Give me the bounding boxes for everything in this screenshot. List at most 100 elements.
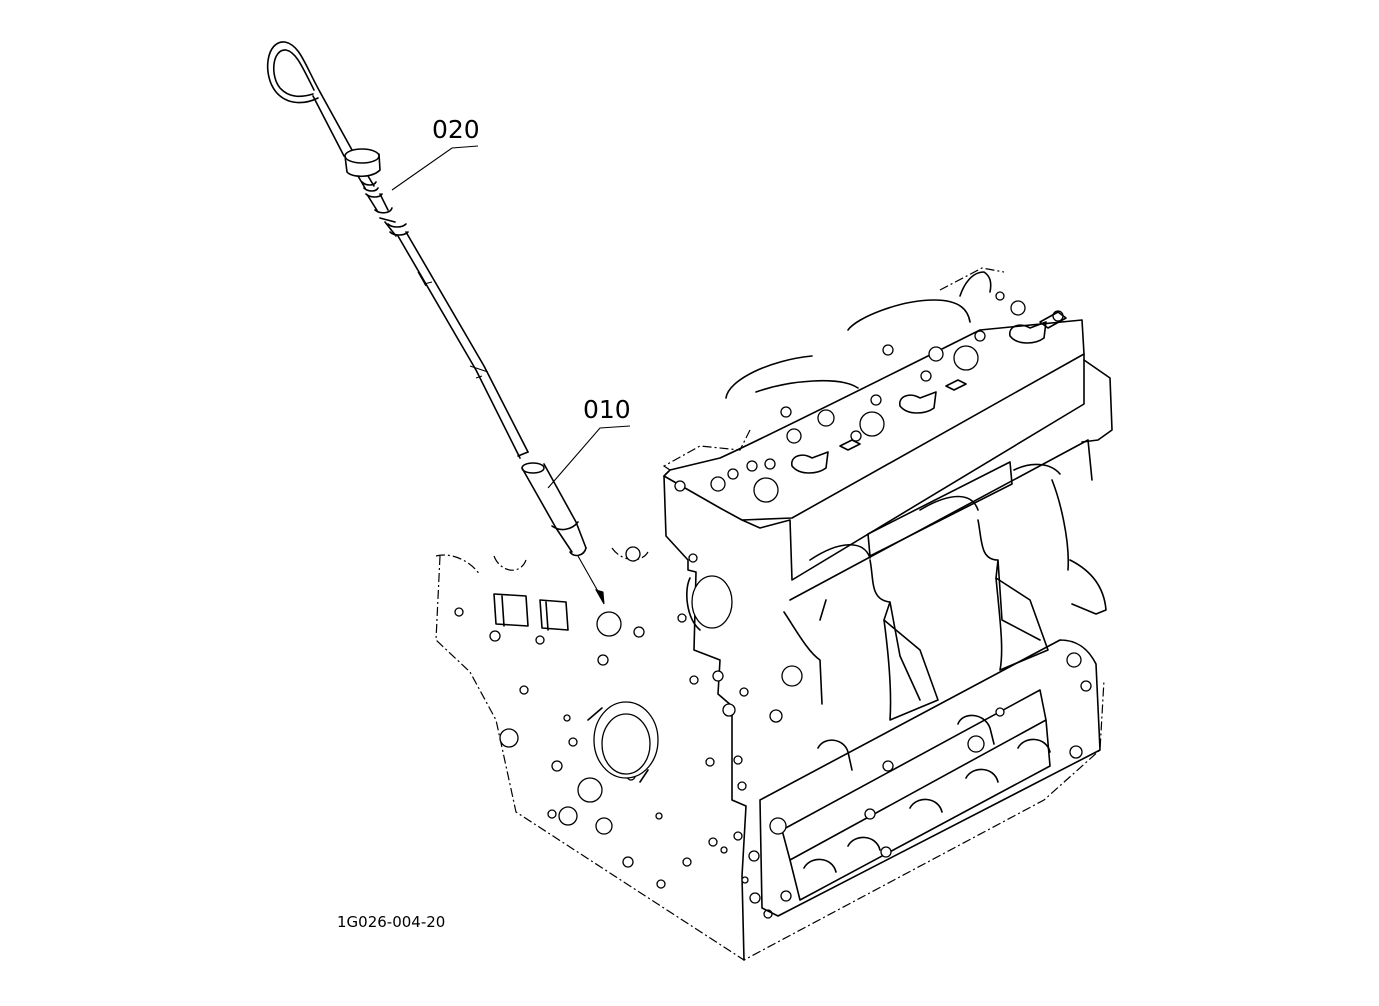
block-rear-face <box>663 475 773 961</box>
rear-plate-hole <box>656 879 666 889</box>
deck-hole <box>786 428 802 444</box>
oil-pan-rail-outline <box>759 639 1101 917</box>
crank-bore-inner <box>601 713 651 775</box>
deck-hole <box>746 460 758 472</box>
deck-hole <box>870 394 882 406</box>
rear-plate-hole <box>535 635 545 645</box>
deck-hole <box>850 430 862 442</box>
side-wall-nameplate <box>867 461 1013 557</box>
callout-020: 020 <box>391 115 480 191</box>
deck-slot <box>839 439 861 451</box>
rear-plate-hole <box>568 737 578 747</box>
dipstick-cap-top <box>344 148 380 164</box>
callout-010: 010 <box>547 395 631 489</box>
dipstick-blade-right <box>405 231 529 453</box>
deck-slot <box>1009 321 1047 344</box>
rear-plate-hole <box>519 685 529 695</box>
callout-label-010: 010 <box>583 395 631 424</box>
guide-tube-body <box>521 463 587 553</box>
deck-hole <box>727 468 739 480</box>
rear-face-hole <box>739 687 749 697</box>
dipstick-seal-rings <box>357 175 383 198</box>
rear-face-bore <box>691 575 733 629</box>
oil-pan-rail-hole <box>995 707 1005 717</box>
rear-face-hole <box>720 846 728 854</box>
deck-hole <box>928 346 944 362</box>
dipstick-port <box>596 611 622 637</box>
rear-plate-hole <box>622 856 634 868</box>
rear-plate-hole <box>563 714 571 722</box>
oil-pan-rail-hole <box>864 808 876 820</box>
oil-pan-rail-boss <box>817 714 995 771</box>
cylinder-bore-edge <box>755 380 859 393</box>
rear-face-hole <box>712 670 724 682</box>
cylinder-bore-edge <box>847 299 971 331</box>
rear-plate-hole <box>595 817 613 835</box>
rear-plate-hole <box>551 760 563 772</box>
dipstick-part[interactable] <box>266 41 529 459</box>
dipstick-level-marks <box>417 271 489 379</box>
side-wall-web <box>783 599 827 705</box>
rear-plate-hole <box>558 806 578 826</box>
rear-face-hole <box>741 876 749 884</box>
deck-hole <box>882 344 894 356</box>
callout-leader-010 <box>547 425 631 489</box>
head-deck <box>662 267 1085 521</box>
rear-plate-hole <box>655 812 663 820</box>
rear-face-hole <box>705 757 715 767</box>
deck-slot <box>945 379 967 391</box>
rear-face-hole <box>722 703 736 717</box>
rear-plate-slot-left <box>493 593 529 627</box>
rear-plate-hole <box>454 607 464 617</box>
rear-face-edge <box>663 475 747 961</box>
deck-hole <box>1010 300 1026 316</box>
oil-pan-rail-pockets <box>781 689 1051 901</box>
rear-plate-hole <box>625 546 641 562</box>
deck-hole <box>780 406 792 418</box>
rear-plate-hole <box>577 777 603 803</box>
dipstick-blade-left <box>397 235 521 459</box>
side-wall-web <box>977 519 1041 641</box>
block-phantom-outline <box>435 555 1105 961</box>
oil-pan-rail-hole <box>882 760 894 772</box>
cylinder-bore-edge <box>725 355 813 399</box>
deck-hole <box>859 411 885 437</box>
deck-slot <box>899 391 937 414</box>
oil-pan-rail-hole <box>1080 680 1092 692</box>
side-wall-web <box>1051 479 1107 615</box>
rear-plate-hole <box>682 857 692 867</box>
rear-plate-hole <box>633 626 645 638</box>
deck-hole <box>817 409 835 427</box>
dipstick-collar <box>374 207 397 237</box>
oil-pan-rail <box>748 639 1101 917</box>
rear-face-hole <box>708 837 718 847</box>
oil-pan-rail-bosses <box>803 738 1051 873</box>
dipstick-handle-loop-inner <box>273 49 315 98</box>
rear-face-hole <box>677 613 687 623</box>
block-side-wall <box>741 353 1113 721</box>
rear-face-bore-edge <box>686 577 701 631</box>
rear-plate-hole <box>547 809 557 819</box>
oil-pan-rail-hole <box>1069 745 1083 759</box>
oil-pan-rail-hole <box>967 735 985 753</box>
deck-outline <box>663 319 1085 521</box>
side-wall-upper <box>741 353 1085 581</box>
oil-pan-rail-hole <box>780 890 792 902</box>
side-wall-web <box>869 559 921 701</box>
dipstick-guide-part[interactable] <box>521 462 605 605</box>
oil-pan-rail-hole <box>1066 652 1082 668</box>
callout-label-020: 020 <box>432 115 480 144</box>
guide-tube-step <box>551 521 579 531</box>
rear-face-hole <box>733 755 743 765</box>
engine-block <box>435 267 1113 961</box>
drawing-code: 1G026-004-20 <box>337 913 445 931</box>
dipstick-shank-upper <box>319 91 353 151</box>
dipstick-shank-upper-edge <box>312 95 345 157</box>
rear-plate-slot-right <box>539 599 569 631</box>
guide-tube-bottom <box>569 547 587 557</box>
guide-tube-top <box>521 462 545 474</box>
deck-hole <box>674 480 686 492</box>
deck-hole <box>953 345 979 371</box>
oil-pan-rail-hole <box>880 846 892 858</box>
